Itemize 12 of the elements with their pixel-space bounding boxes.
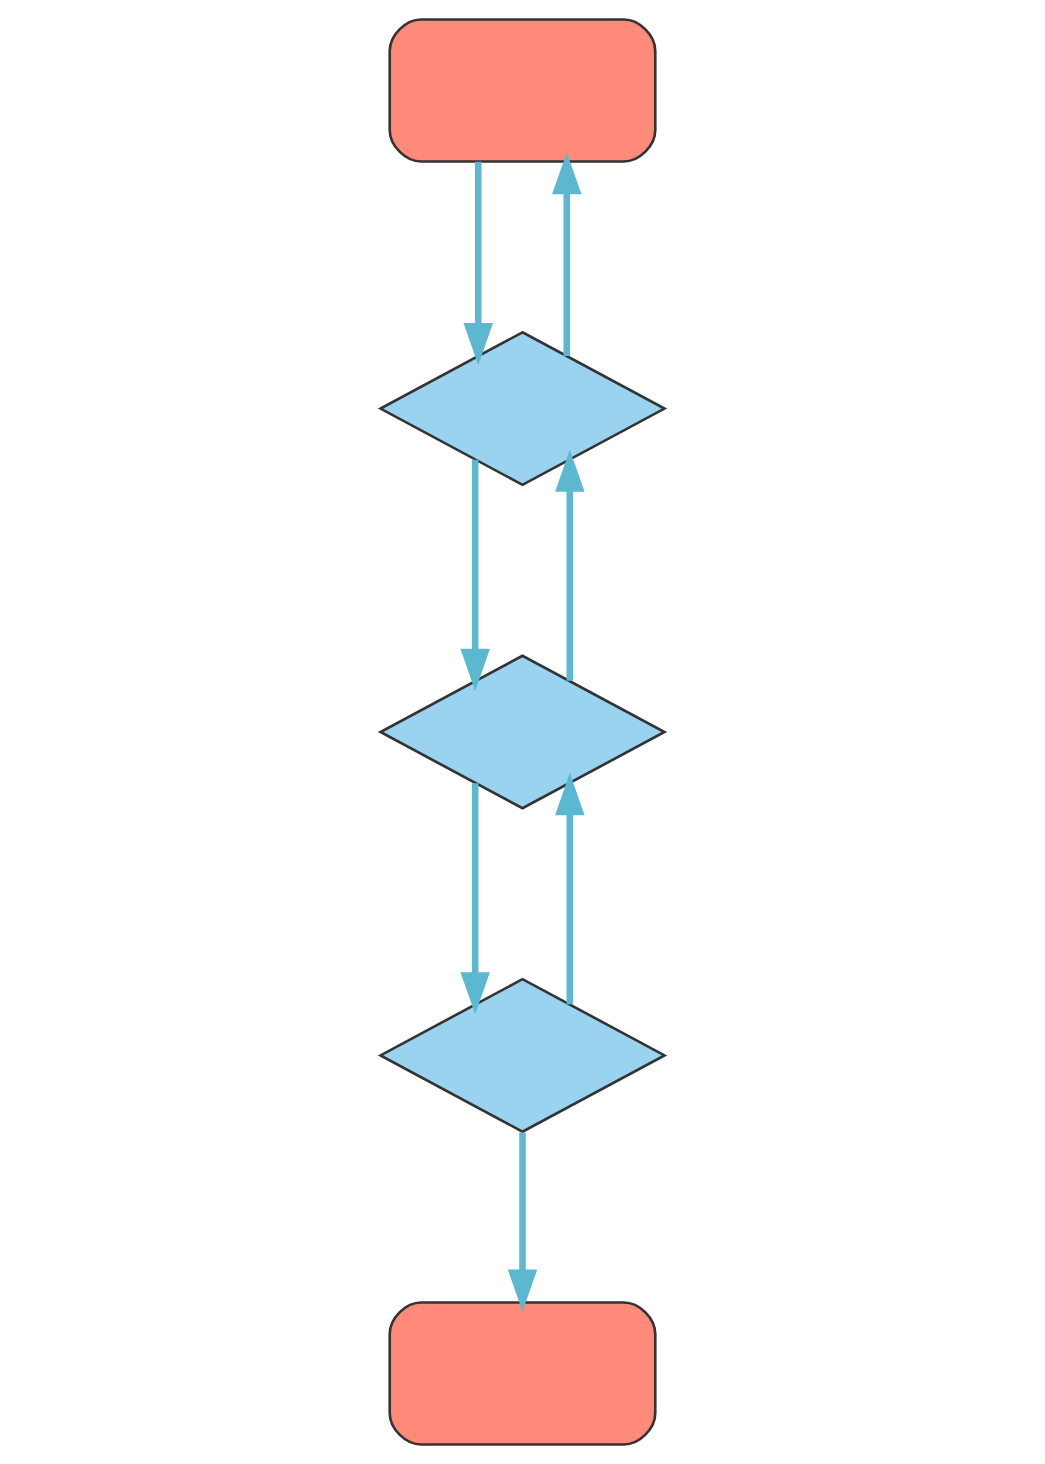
arrow (507, 1132, 538, 1312)
node-diamond (377, 654, 668, 810)
arrow (555, 773, 585, 1005)
arrow (552, 152, 582, 357)
arrow (460, 783, 490, 1015)
arrow (555, 449, 585, 681)
node-diamond (377, 330, 668, 487)
arrow (463, 161, 493, 366)
node-diamond (377, 977, 668, 1134)
node-box (388, 18, 657, 163)
node-box (388, 1301, 657, 1446)
arrow (460, 459, 490, 691)
